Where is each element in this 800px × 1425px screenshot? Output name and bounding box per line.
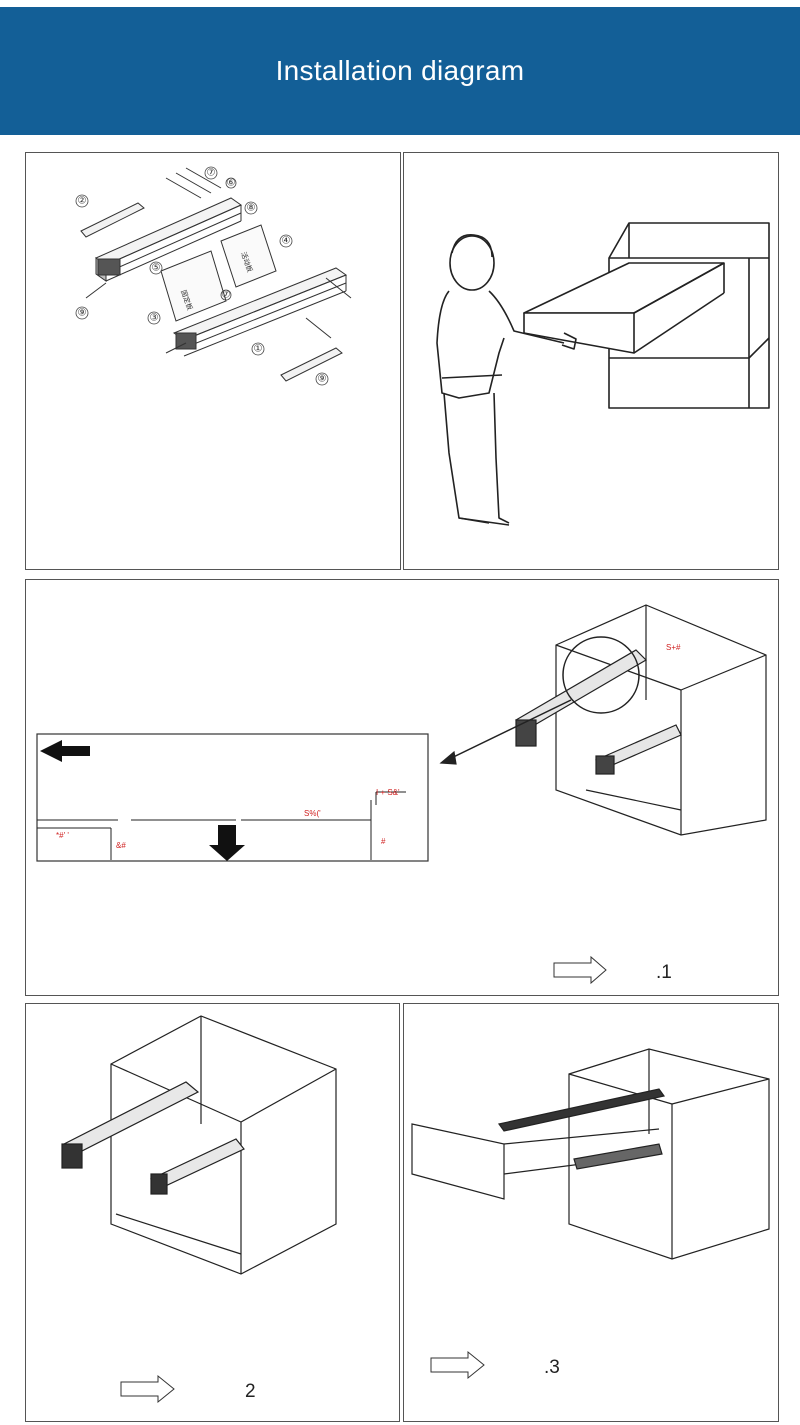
step-2-illustration: 2 (61, 1015, 337, 1404)
step-arrow-icon (120, 1374, 175, 1404)
callout-7: ⑦ (207, 168, 216, 179)
callout-9b: ⑨ (318, 374, 327, 385)
callout-5: ⑤ (152, 263, 161, 274)
callout-2: ② (78, 196, 87, 207)
page-title: Installation diagram (275, 55, 525, 86)
callout-4: ④ (282, 236, 291, 247)
right-height-dim-label: # (381, 837, 386, 846)
installation-dimensions-panel: S+# I + S&' S%(' *#' ' &# # .1 (25, 579, 779, 996)
direction-arrow-down-icon (209, 825, 245, 861)
step-arrow-icon (430, 1350, 485, 1380)
callout-1: ① (254, 344, 263, 355)
installation-dimensions-illustration: S+# I + S&' S%(' *#' ' &# # .1 (36, 604, 767, 985)
step-number-1: .1 (656, 962, 672, 983)
step-2-panel: 2 (25, 1003, 400, 1422)
step-3-illustration: .3 (411, 1048, 770, 1380)
parts-diagram-panel: ② ⑦ ⑥ ⑧ ④ ⑤ ③ ⑦ ⑨ ① ⑨ 固定板 活动板 (25, 152, 401, 570)
person-pulling-drawer-illustration (436, 222, 770, 526)
right-top-dim-label: I + S&' (376, 788, 400, 797)
callout-8: ⑧ (247, 203, 256, 214)
direction-arrow-left-icon (40, 740, 90, 762)
callout-6: ⑥ (227, 178, 236, 189)
corner-dim-label: S+# (666, 643, 681, 652)
callout-7b: ⑦ (222, 290, 231, 301)
header-banner: Installation diagram (0, 7, 800, 135)
callout-3: ③ (150, 313, 159, 324)
parts-exploded-illustration: ② ⑦ ⑥ ⑧ ④ ⑤ ③ ⑦ ⑨ ① ⑨ 固定板 活动板 (75, 166, 352, 386)
step-number-3: .3 (544, 1357, 560, 1378)
left-height-dim-label: &# (116, 841, 126, 850)
step-number-2: 2 (245, 1381, 256, 1402)
mid-dim-label: S%(' (304, 809, 321, 818)
callout-9: ⑨ (78, 308, 87, 319)
step-3-panel: .3 (403, 1003, 779, 1422)
usage-illustration-panel (403, 152, 779, 570)
left-dim-label: *#' ' (56, 831, 69, 840)
step-arrow-icon (553, 955, 607, 985)
